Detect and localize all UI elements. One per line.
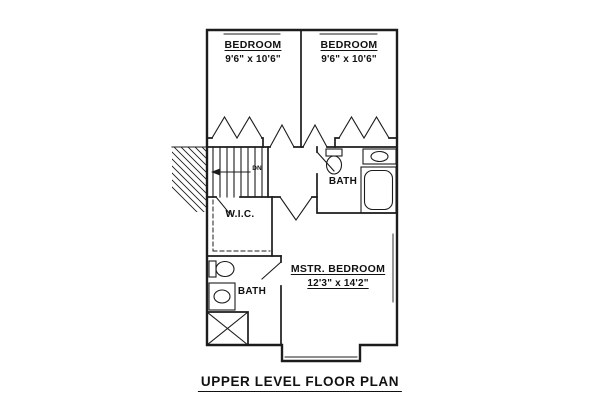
toilet-icon (215, 260, 235, 278)
closet-bifold-doors (211, 115, 390, 140)
bathtub-icon (360, 166, 397, 214)
upper-bath-label: BATH (328, 176, 358, 187)
vanity-icon (208, 282, 236, 311)
master-bedroom-label: MSTR. BEDROOM (290, 263, 386, 275)
lower-bath-label: BATH (237, 286, 267, 297)
shower-icon (206, 311, 249, 346)
vanity-icon (362, 148, 397, 165)
upper-bath-fixtures (325, 148, 397, 214)
page-title: UPPER LEVEL FLOOR PLAN (197, 374, 403, 392)
toilet-tank-icon (208, 260, 217, 278)
bathtub-basin-icon (363, 169, 394, 211)
wic-shelving (212, 199, 271, 252)
stairs (211, 146, 263, 198)
master-bedroom-dimensions: 12'3" x 14'2" (307, 278, 369, 289)
lower-bath-fixtures (206, 260, 249, 346)
interior-walls (206, 29, 398, 346)
bedroom-1-dimensions: 9'6" x 10'6" (225, 54, 281, 65)
windows (223, 33, 394, 358)
bedroom-1-label: BEDROOM (224, 39, 282, 51)
stair-hatch (171, 146, 208, 212)
stairs-down-label: DN (252, 165, 262, 172)
wic-label: W.I.C. (225, 209, 255, 220)
sink-icon (213, 289, 231, 304)
bedroom-2-dimensions: 9'6" x 10'6" (321, 54, 377, 65)
toilet-icon (325, 155, 343, 175)
toilet-tank-icon (325, 148, 343, 157)
sink-icon (370, 150, 389, 163)
bedroom-2-label: BEDROOM (320, 39, 378, 51)
exterior-walls (205, 28, 399, 363)
door-swings (215, 124, 335, 280)
